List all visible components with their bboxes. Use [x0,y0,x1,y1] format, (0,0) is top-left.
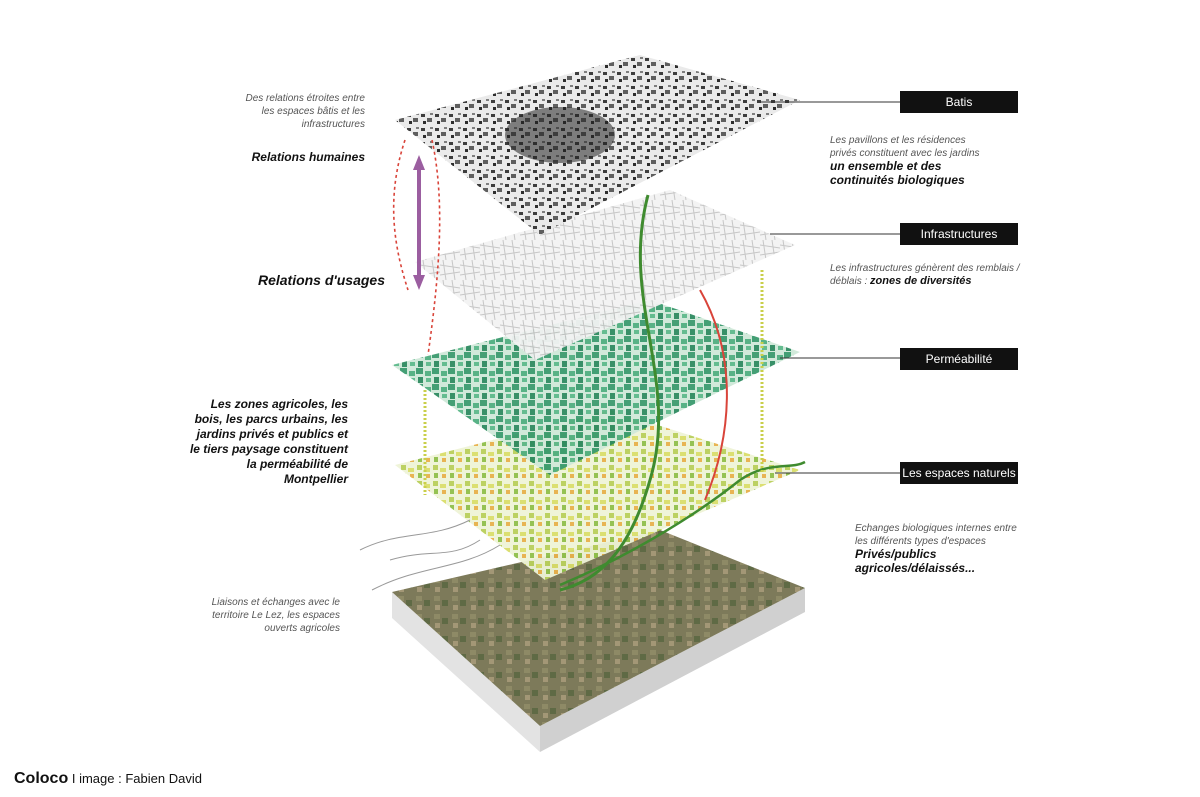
label-permeabilite: Perméabilité [900,348,1018,370]
note-batis-right: Les pavillons et les résidences privés c… [830,134,980,188]
note-echanges-right: Echanges biologiques internes entre les … [855,522,1030,576]
layer-infrastructures [415,190,795,360]
credit-text: image : Fabien David [79,771,202,786]
credit-brand: Coloco [14,770,69,787]
red-arrow [699,289,728,501]
terrain-side-front [540,588,805,752]
note-infra-plain: Les infrastructures génèrent des remblai… [830,263,1020,287]
layer-permeabilite [392,300,800,475]
note-batis-relations: Des relations étroites entre les espaces… [245,93,365,130]
dense-centre [505,107,615,163]
layer-espaces-naturels [395,410,800,580]
note-batis-plain: Les pavillons et les résidences privés c… [830,135,980,159]
credit-separator: I [71,771,76,786]
green-streams [559,194,806,592]
note-permeabilite: Les zones agricoles, les bois, les parcs… [189,397,348,486]
heading-relations-usages: Relations d'usages [257,272,385,288]
label-batis: Batis [900,91,1018,113]
label-infrastructures: Infrastructures [900,223,1018,245]
yellow-dotted-arrows [423,270,764,495]
leader-lines [760,101,900,474]
liaison-ribbons [359,519,501,591]
red-dotted-arrows [392,139,441,356]
note-liaisons: Liaisons et échanges avec le territoire … [211,597,340,634]
terrain-top [392,530,805,726]
terrain-block [392,530,805,752]
heading-relations-humaines: Relations humaines [251,150,365,164]
note-echanges-bold: Privés/publics agricoles/délaissés... [855,547,976,575]
image-credit: Coloco I image : Fabien David [14,770,202,788]
note-batis-bold: un ensemble et des continuités biologiqu… [830,159,965,187]
note-infra-right: Les infrastructures génèrent des remblai… [830,262,1030,288]
note-echanges-plain: Echanges biologiques internes entre les … [855,523,1017,547]
terrain-side-left [392,592,540,752]
note-infra-bold: zones de diversités [870,275,972,287]
label-espaces-naturels: Les espaces naturels [900,462,1018,484]
purple-arrow [413,155,425,290]
